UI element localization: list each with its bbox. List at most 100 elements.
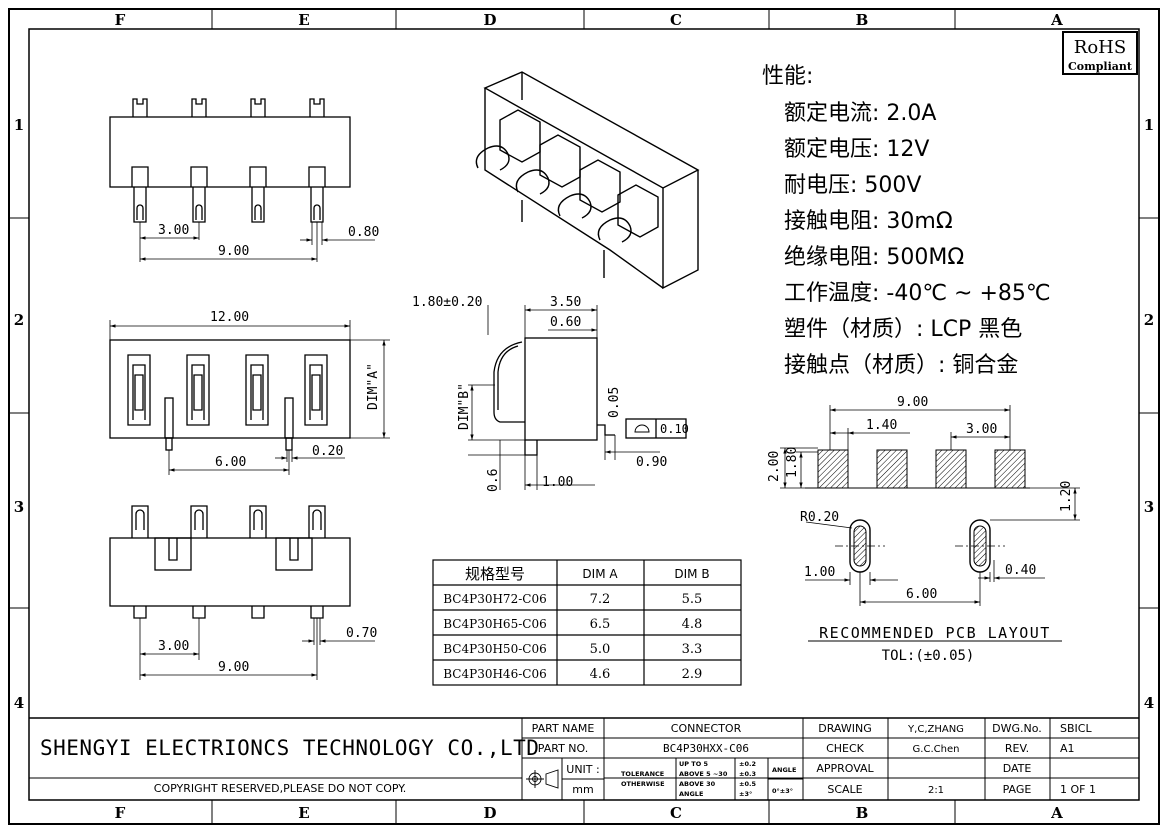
- row-label-left: 3: [14, 498, 24, 516]
- specs-block: 性能: 额定电流: 2.0A 额定电压: 12V 耐电压: 500V 接触电阻:…: [762, 64, 1051, 378]
- row-label-right: 3: [1144, 498, 1154, 516]
- tol-value-3: ±0.5: [739, 780, 756, 788]
- rohs-badge: RoHS Compliant: [1062, 31, 1138, 75]
- col-label-top: A: [1050, 11, 1063, 29]
- angle-tol-value: 0°±3°: [772, 787, 793, 795]
- front-dima-dim: DIM"A": [366, 363, 381, 410]
- table-header-model: 规格型号: [465, 565, 525, 583]
- side-dim-lines: [468, 305, 660, 490]
- col-label-top: D: [483, 11, 496, 29]
- col-label-bottom: E: [298, 804, 309, 822]
- pcb-dim-lines: [780, 405, 1080, 606]
- iso-slots: [499, 109, 659, 238]
- tol-range-3: ABOVE 30: [679, 780, 716, 788]
- bottom-pin-dim: 0.70: [346, 626, 377, 641]
- unit-label: UNIT :: [566, 763, 599, 776]
- rev-label: REV.: [1005, 742, 1029, 755]
- col-label-bottom: B: [856, 804, 869, 822]
- pcb-layout-title: RECOMMENDED PCB LAYOUT: [819, 624, 1051, 642]
- spec-contact-resistance: 接触电阻: 30mΩ: [784, 209, 953, 234]
- bottom-pins-lower: [133, 606, 324, 619]
- page-value: 1 OF 1: [1060, 783, 1096, 796]
- company-name: SHENGYI ELECTRIONCS TECHNOLOGY CO.,LTD: [40, 736, 539, 760]
- spec-rated-voltage: 额定电压: 12V: [784, 137, 929, 162]
- bottom-view: [109, 505, 375, 680]
- col-label-top: B: [856, 11, 869, 29]
- side-tol-dim: 1.80±0.20: [412, 295, 482, 310]
- pcb-140-dim: 1.40: [866, 418, 897, 433]
- unit-value: mm: [572, 783, 593, 796]
- part-no-label: PART NO.: [538, 742, 588, 755]
- spec-contact-material: 接触点（材质）: 铜合金: [784, 353, 1018, 378]
- projection-symbol-icon: [526, 769, 559, 789]
- table-cell-dima: 4.6: [590, 667, 611, 682]
- side-100-dim: 1.00: [542, 475, 573, 490]
- side-width-dim: 3.50: [550, 295, 581, 310]
- pcb-pad: [935, 449, 967, 489]
- page-label: PAGE: [1003, 783, 1032, 796]
- col-label-top: F: [115, 11, 126, 29]
- bottom-pitch-dim: 3.00: [158, 639, 189, 654]
- side-thickness-dim: 0.60: [550, 315, 581, 330]
- dwg-label: DWG.No.: [992, 722, 1042, 735]
- front-contacts: [127, 354, 328, 426]
- iso-contacts: [475, 145, 632, 278]
- flatness-frame: [625, 418, 687, 439]
- check-value: G.C.Chen: [913, 744, 960, 755]
- top-pitch-dim: 3.00: [158, 223, 189, 238]
- pcb-tolerance: TOL:(±0.05): [882, 648, 975, 664]
- pcb-200-dim: 2.00: [767, 451, 782, 482]
- pcb-180-dim: 1.80: [785, 447, 800, 478]
- table-cell-dimb: 4.8: [682, 617, 703, 632]
- top-dim-lines: [139, 222, 375, 262]
- pcb-900-dim: 9.00: [897, 395, 928, 410]
- pcb-pad: [994, 449, 1026, 489]
- pcb-layout: [780, 405, 1080, 606]
- rohs-label: RoHS: [1074, 37, 1126, 58]
- pcb-040-dim: 0.40: [1005, 563, 1036, 578]
- side-06-dim: 0.6: [486, 469, 501, 492]
- drawing-label: DRAWING: [818, 722, 871, 735]
- angle-label: ANGLE: [772, 766, 796, 774]
- row-label-right: 4: [1144, 694, 1154, 712]
- dimension-table-text: 规格型号 DIM A DIM B BC4P30H72-C06 7.2 5.5 B…: [443, 565, 709, 682]
- table-cell-dima: 7.2: [590, 592, 611, 607]
- pcb-300-dim: 3.00: [966, 422, 997, 437]
- pcb-120-dim: 1.20: [1059, 481, 1074, 512]
- table-cell-model: BC4P30H65-C06: [443, 617, 546, 631]
- tol-range-2: ABOVE 5 ~30: [679, 770, 728, 778]
- spec-rated-current: 额定电流: 2.0A: [784, 101, 936, 126]
- drawing-value: Y,C,ZHANG: [907, 724, 964, 735]
- tolerance-label: TOLERANCE: [621, 770, 664, 778]
- front-view: [109, 320, 390, 475]
- specs-heading: 性能:: [762, 64, 813, 89]
- table-cell-dimb: 5.5: [682, 592, 703, 607]
- spec-insulation-resistance: 绝缘电阻: 500MΩ: [784, 245, 964, 270]
- date-label: DATE: [1003, 762, 1032, 775]
- otherwise-label: OTHERWISE: [621, 780, 665, 788]
- title-block-text: SHENGYI ELECTRIONCS TECHNOLOGY CO.,LTD C…: [40, 722, 1096, 798]
- table-header-dimb: DIM B: [674, 567, 709, 581]
- top-pins-upper: [132, 98, 325, 117]
- col-label-top: E: [298, 11, 309, 29]
- dimension-table: [432, 559, 742, 686]
- tol-value-1: ±0.2: [739, 760, 756, 768]
- part-no-value: BC4P30HXX-C06: [663, 742, 749, 755]
- row-label-left: 2: [14, 311, 24, 329]
- table-header-dima: DIM A: [582, 567, 618, 581]
- pcb-600-dim: 6.00: [906, 587, 937, 602]
- pcb-pad: [876, 449, 908, 489]
- table-cell-model: BC4P30H72-C06: [443, 592, 546, 606]
- top-view: [109, 98, 375, 262]
- front-pegs: [164, 397, 294, 451]
- table-cell-dima: 5.0: [590, 642, 611, 657]
- side-005-dim: 0.05: [607, 387, 622, 418]
- approval-label: APPROVAL: [816, 762, 874, 775]
- flatness-value: 0.10: [660, 422, 689, 436]
- title-block: [29, 717, 1139, 800]
- table-cell-dima: 6.5: [590, 617, 611, 632]
- bottom-pins-upper: [131, 505, 326, 538]
- bottom-total-dim: 9.00: [218, 660, 249, 675]
- front-dim-lines: [109, 320, 390, 475]
- table-cell-dimb: 2.9: [682, 667, 703, 682]
